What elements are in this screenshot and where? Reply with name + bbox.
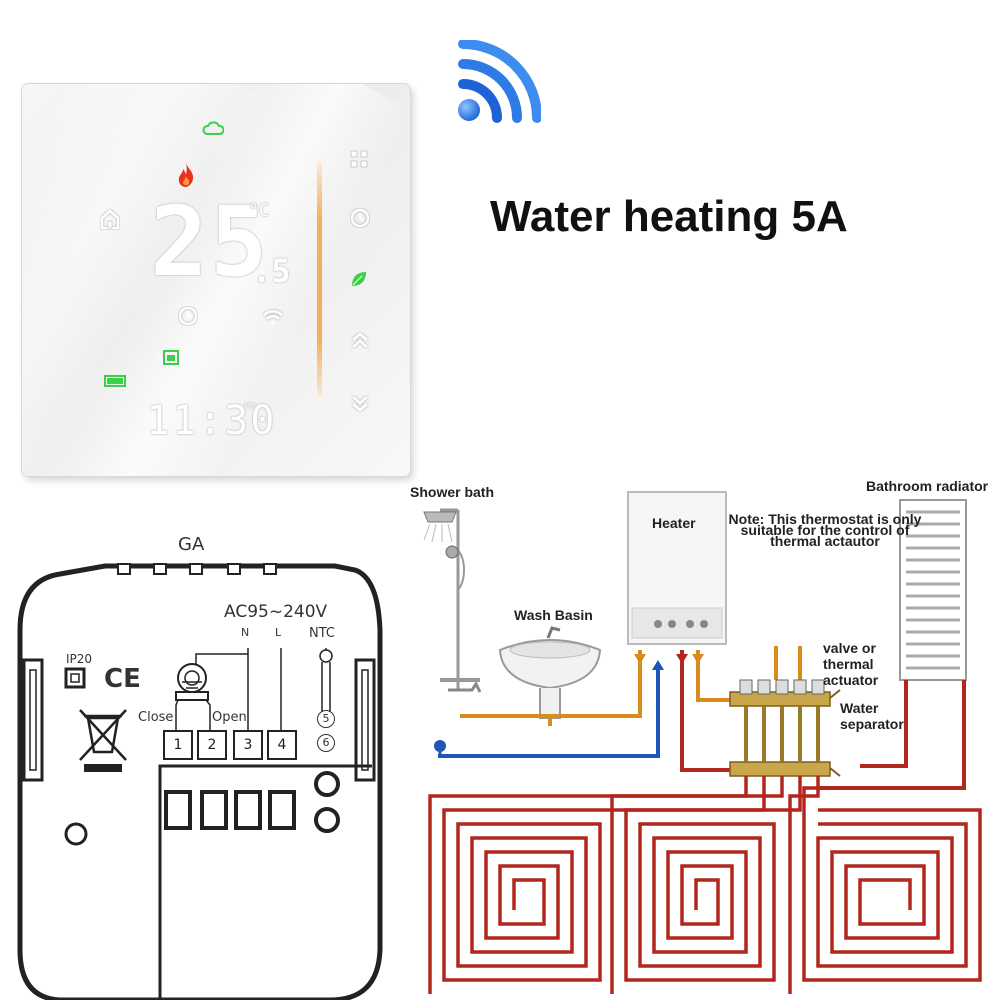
water-separator-label: Water separator	[840, 700, 904, 732]
product-title: Water heating 5A	[490, 192, 848, 241]
clock-period: PM	[244, 402, 255, 412]
cloud-icon	[202, 121, 224, 135]
model-label: GA	[178, 534, 205, 555]
neutral-label: N	[241, 626, 250, 639]
live-label: L	[275, 626, 282, 639]
terminal-2: 2	[197, 730, 227, 760]
shower-bath-label: Shower bath	[410, 484, 495, 500]
close-label: Close	[138, 710, 174, 725]
heating-system-diagram: Shower bath Wash Basin Heater Note: This…	[400, 470, 1000, 1000]
ntc-label: NTC	[309, 626, 335, 641]
chevron-down-icon[interactable]	[350, 394, 370, 412]
home-icon	[100, 209, 120, 230]
flame-icon	[178, 163, 194, 187]
calendar-icon	[163, 350, 179, 365]
system-illustration	[423, 491, 982, 994]
ce-mark: CE	[104, 664, 141, 694]
wifi-icon	[458, 40, 541, 123]
ip-rating-label: IP20	[66, 652, 93, 666]
clock-icon	[178, 306, 198, 326]
terminal-1: 1	[163, 730, 193, 760]
ntc-terminal-6: 6	[317, 734, 335, 752]
battery-icon	[104, 375, 126, 387]
temperature-decimal: .5	[252, 252, 291, 290]
heater-label: Heater	[652, 515, 696, 531]
wash-basin-label: Wash Basin	[514, 607, 593, 623]
ntc-terminal-5: 5	[317, 710, 335, 728]
temperature-unit: °C	[248, 200, 270, 221]
wifi-small-icon	[263, 310, 283, 325]
suitability-note: Note: This thermostat is only suitable f…	[728, 511, 922, 549]
bathroom-radiator-label: Bathroom radiator	[866, 478, 989, 494]
open-label: Open	[212, 710, 247, 725]
thermostat-back-outline	[17, 563, 383, 1000]
clock-display: 11:30	[146, 398, 277, 444]
power-supply-label: AC95~240V	[224, 602, 328, 622]
terminal-4: 4	[267, 730, 297, 760]
wiring-diagram: GA AC95~240V N L NTC IP20 CE Close Open …	[0, 530, 400, 1000]
leaf-icon[interactable]	[350, 270, 368, 288]
heating-level-bar	[317, 162, 322, 396]
terminal-3: 3	[233, 730, 263, 760]
timer-icon[interactable]	[350, 208, 370, 228]
menu-grid-icon[interactable]	[350, 150, 368, 168]
temperature-display: 25	[150, 186, 270, 298]
chevron-up-icon[interactable]	[350, 332, 370, 350]
thermostat-panel: 25 °C .5 11:30 PM	[22, 84, 410, 476]
valve-actuator-label: valve or thermal actuator	[823, 640, 879, 688]
